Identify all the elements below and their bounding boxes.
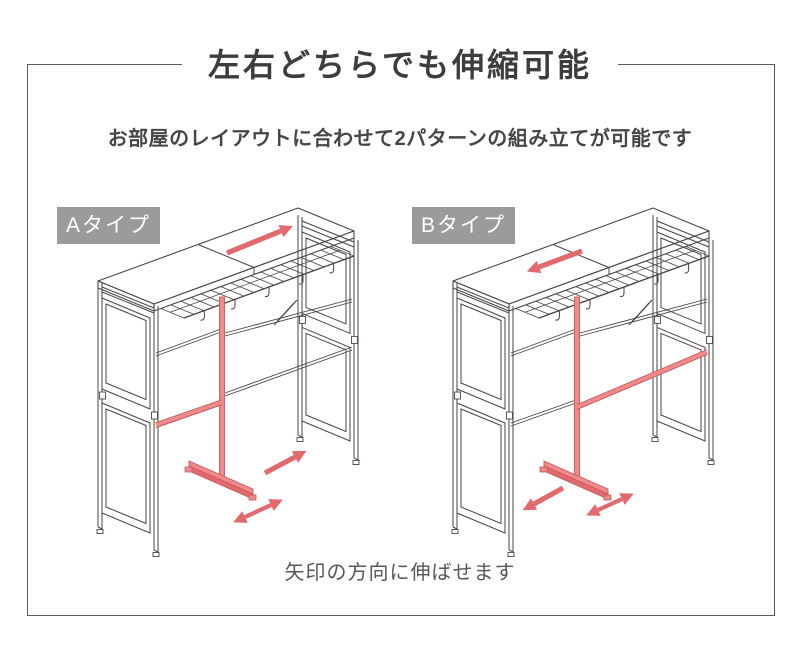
- extension-crossbar: [155, 399, 223, 429]
- side-frame-right: [296, 215, 360, 465]
- extend-double-arrow: [586, 493, 634, 516]
- type-b-label: Bタイプ: [412, 207, 515, 244]
- rack-diagram-a: [96, 207, 360, 557]
- support-rails: [510, 298, 708, 427]
- side-frame-left: [96, 281, 160, 557]
- page-title: 左右どちらでも伸縮可能: [181, 44, 619, 86]
- rack-diagram-b: [451, 207, 715, 557]
- side-frame-right: [651, 215, 715, 465]
- slide-arrow: [526, 248, 583, 274]
- support-pole: [539, 296, 612, 501]
- extend-arrow: [522, 485, 565, 511]
- extension-crossbar: [576, 349, 708, 411]
- type-a-label: Aタイプ: [57, 207, 160, 244]
- caption: 矢印の方向に伸ばせます: [284, 562, 516, 584]
- support-rails: [155, 298, 353, 397]
- support-pole: [184, 296, 257, 501]
- top-panel: [97, 207, 355, 312]
- subtitle: お部屋のレイアウトに合わせて2パターンの組み立てが可能です: [107, 128, 693, 150]
- slide-arrow: [226, 225, 293, 256]
- extend-arrow: [263, 450, 307, 476]
- extend-double-arrow: [233, 499, 283, 523]
- side-frame-left: [451, 281, 515, 557]
